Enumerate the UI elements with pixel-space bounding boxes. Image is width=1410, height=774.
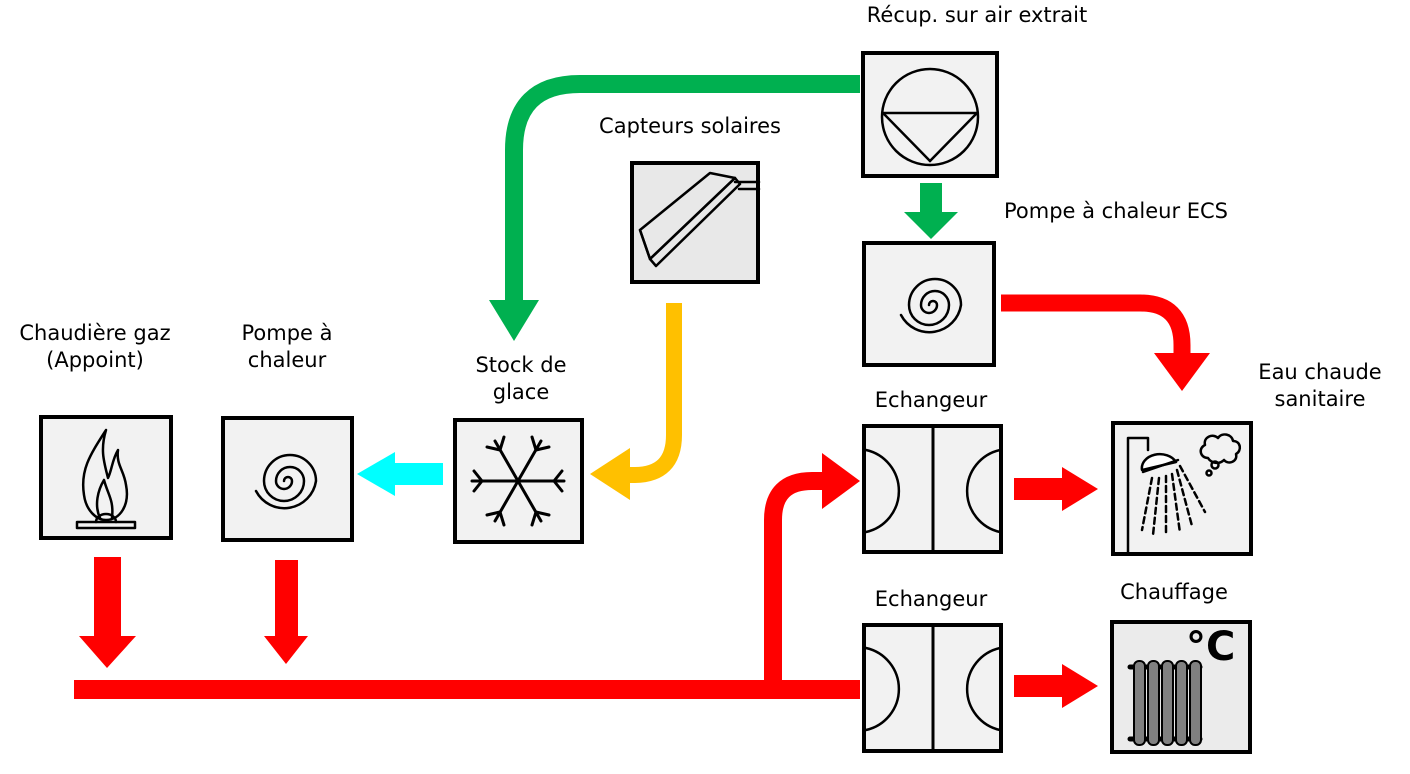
solar-to-ice-stock-arrow [590, 303, 682, 500]
hot-water-unit [1111, 421, 1253, 556]
solar-collector-label: Capteurs solaires [599, 114, 781, 138]
gas-boiler-label-line1: Chaudière gaz [19, 321, 170, 345]
exchanger-bottom-label: Echangeur [875, 587, 988, 611]
heat-pump-label-line2: chaleur [248, 348, 327, 372]
air-recovery-label: Récup. sur air extrait [867, 3, 1087, 27]
recovery-to-heat-pump-ecs-arrow [904, 183, 958, 239]
hot-water-label-line1: Eau chaude [1258, 360, 1381, 384]
gas-flame-icon [75, 428, 137, 530]
radiator-icon [1127, 660, 1203, 746]
heat-pump-ecs-unit [862, 241, 996, 367]
ice-stock-to-heat-pump-arrow [357, 452, 443, 496]
air-recovery-fan-icon [880, 67, 980, 167]
heating-label: Chauffage [1120, 580, 1228, 604]
heat-exchanger-top-unit [862, 424, 1003, 554]
snowflake-icon [470, 435, 566, 527]
air-recovery-unit [861, 51, 999, 178]
heat-exchanger-bottom-unit [862, 623, 1003, 753]
shower-icon [1126, 433, 1242, 554]
gas-boiler-unit [39, 415, 173, 540]
heat-pump-unit [221, 416, 354, 542]
celsius-symbol: °C [1186, 624, 1235, 670]
heat-pump-ecs-to-hot-water-arrow [1001, 294, 1210, 391]
heat-pump-label-line1: Pompe à [241, 321, 332, 345]
heat-pump-output-arrow [264, 560, 308, 664]
recovery-to-ice-stock-arrow [489, 75, 860, 341]
exchanger-top-label: Echangeur [875, 388, 988, 412]
heat-exchanger-icon [864, 623, 1002, 753]
heating-header-line [74, 680, 860, 699]
exchanger-to-heating-arrow [1014, 664, 1098, 708]
ice-stock-unit [453, 418, 584, 544]
solar-collector-icon [638, 171, 761, 268]
exchanger-to-hot-water-arrow [1014, 467, 1098, 511]
branch-to-exchanger-top-arrow [764, 453, 860, 690]
ice-stock-label-line1: Stock de [475, 353, 566, 377]
spiral-icon [254, 453, 318, 510]
heat-pump-ecs-label: Pompe à chaleur ECS [1004, 199, 1228, 223]
heating-unit: °C [1110, 620, 1252, 754]
hot-water-label-line2: sanitaire [1275, 387, 1366, 411]
heat-exchanger-icon [864, 424, 1002, 554]
boiler-output-arrow [79, 557, 136, 668]
solar-collector-unit [630, 161, 761, 284]
spiral-icon [899, 277, 963, 334]
ice-stock-label-line2: glace [493, 380, 550, 404]
gas-boiler-label-line2: (Appoint) [46, 348, 144, 372]
